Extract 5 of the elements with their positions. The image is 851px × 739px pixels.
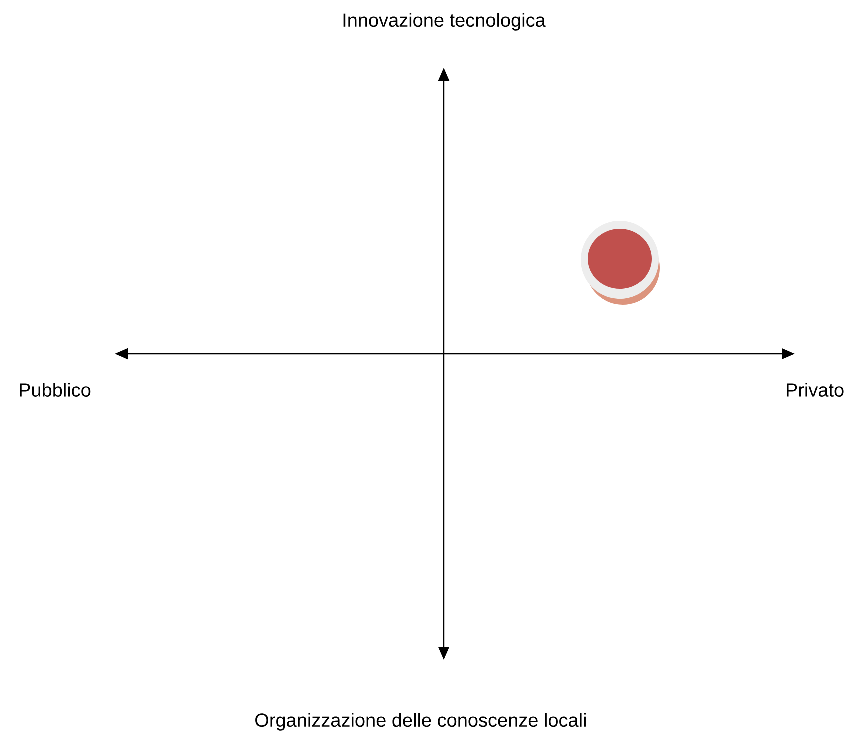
axis-label: Organizzazione delle conoscenze locali: [256, 713, 586, 731]
axis-label: Pubblico: [20, 383, 91, 397]
axis-label: Privato: [787, 383, 844, 397]
marker-dot: [581, 221, 660, 305]
axis-label: Innovazione tecnologica: [344, 13, 546, 31]
